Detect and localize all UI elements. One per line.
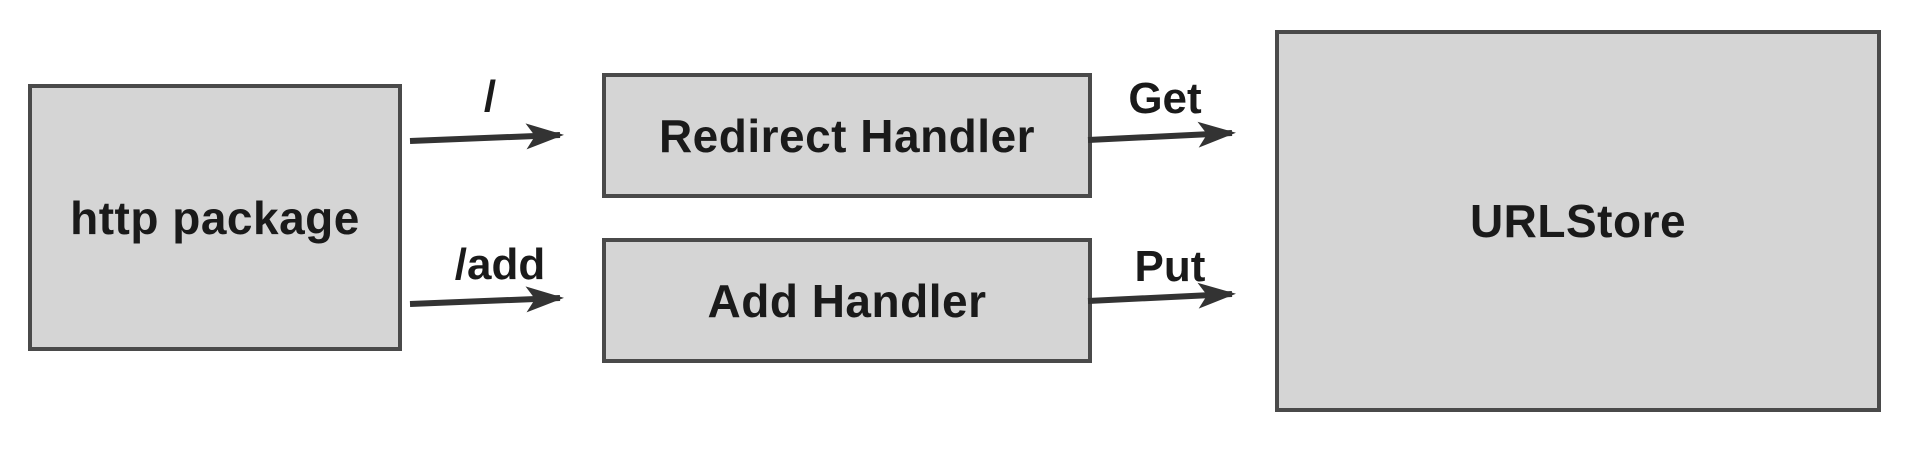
- arrow-put: [1087, 282, 1236, 309]
- arrow-get: [1087, 121, 1236, 148]
- edge-label-put: Put: [1134, 242, 1206, 291]
- node-urlstore-label: URLStore: [1469, 195, 1687, 247]
- edge-label-add: /add: [454, 240, 546, 289]
- edge-label-root: /: [483, 72, 497, 121]
- arrow-root: [409, 123, 564, 150]
- node-add-handler: Add Handler: [602, 238, 1092, 363]
- node-add-handler-label: Add Handler: [707, 274, 987, 327]
- node-http-package: http package: [28, 84, 402, 351]
- node-redirect-handler-label: Redirect Handler: [658, 109, 1036, 162]
- node-redirect-handler: Redirect Handler: [602, 73, 1092, 198]
- node-http-package-label: http package: [70, 191, 360, 244]
- arrow-add: [409, 286, 564, 313]
- edge-label-get: Get: [1128, 74, 1202, 123]
- node-urlstore: URLStore: [1275, 30, 1881, 412]
